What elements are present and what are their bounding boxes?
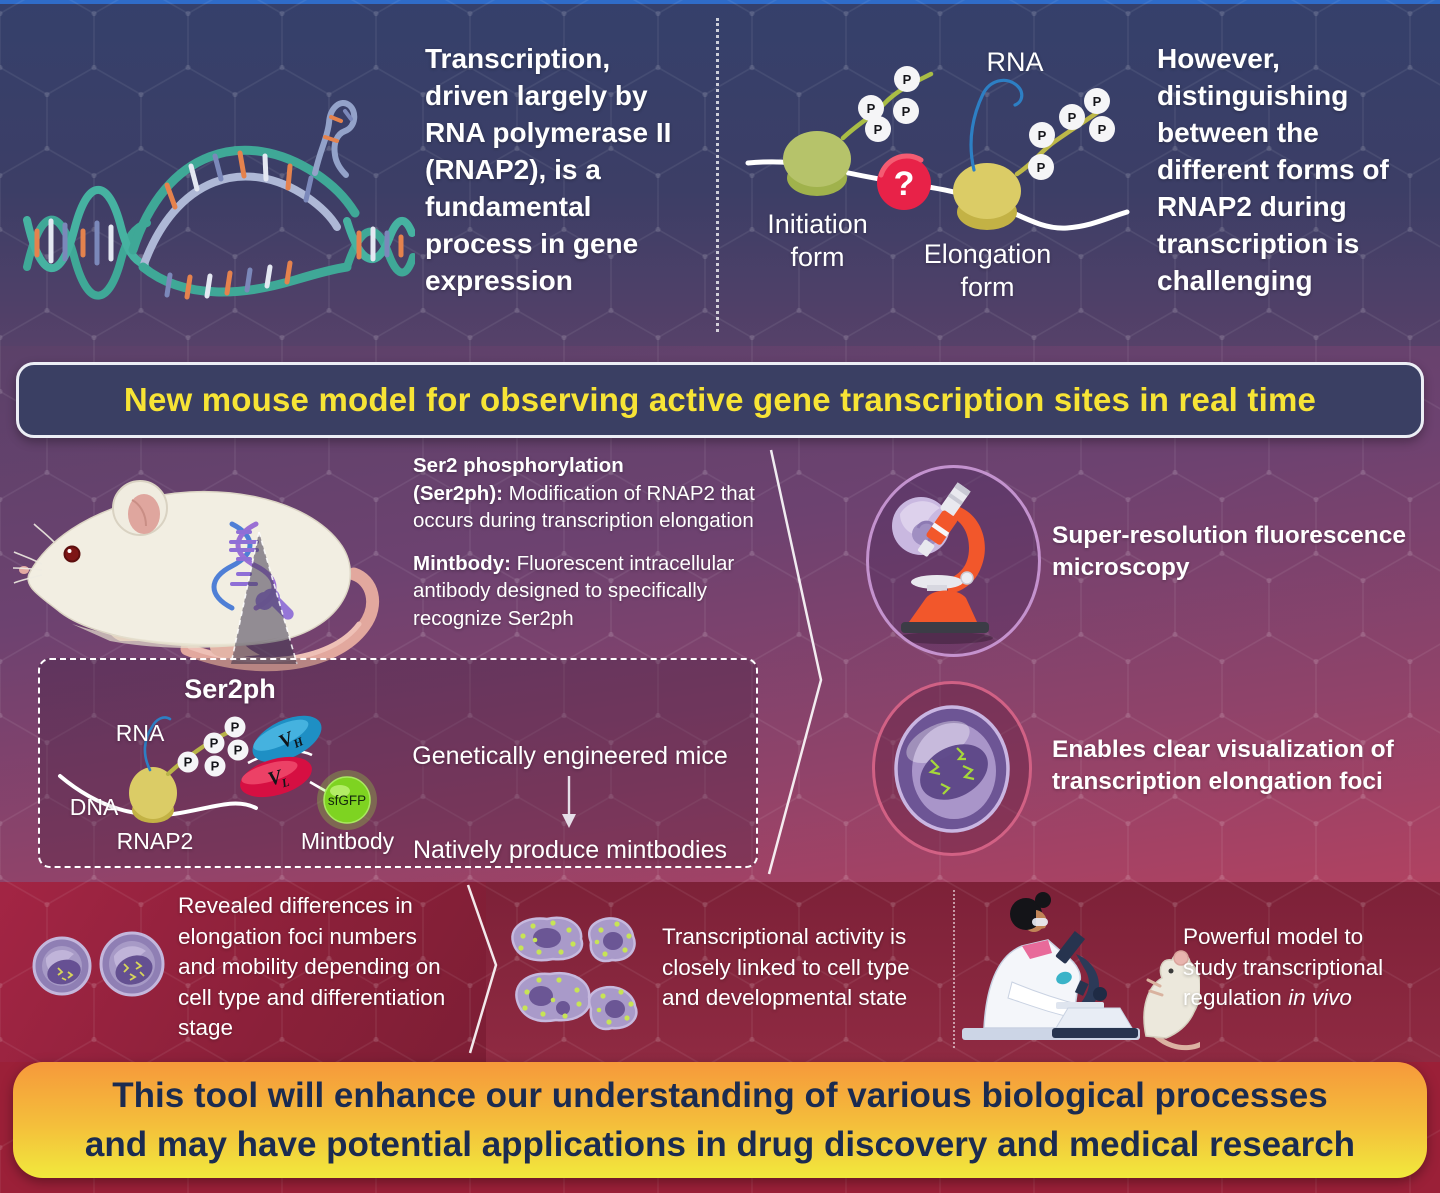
top-accent-strip	[0, 0, 1440, 4]
foci-dots	[518, 920, 634, 1025]
challenge-statement: However, distinguishing between the diff…	[1157, 43, 1389, 296]
rna-label: RNA	[986, 47, 1044, 77]
mintbody-label: Mintbody	[300, 828, 395, 854]
def-ser2ph-text: Modification of RNAP2 that occurs during…	[413, 481, 755, 533]
rnap2-label: RNAP2	[116, 828, 194, 854]
def-mintbody-term: Mintbody:	[413, 551, 511, 575]
foci-medallion	[872, 681, 1032, 856]
headline-banner: New mouse model for observing active gen…	[16, 362, 1424, 438]
cell-foci-icon	[894, 705, 1010, 833]
svg-text:P: P	[902, 104, 911, 119]
def-mintbody: Mintbody: Fluorescent intracellular anti…	[413, 550, 773, 633]
svg-text:P: P	[903, 72, 912, 87]
ser2ph-box-title: Ser2ph	[184, 674, 276, 704]
headline-title: New mouse model for observing active gen…	[123, 381, 1317, 418]
top-section-divider	[716, 18, 719, 332]
callout-wedge	[230, 531, 298, 665]
results-divider	[953, 890, 955, 1048]
down-arrow-icon	[562, 776, 576, 828]
four-cells-icon	[511, 916, 638, 1031]
rna-strand	[969, 78, 1024, 172]
svg-text:P: P	[184, 755, 193, 770]
rnap2-forms-art: P P P P ? P P P P P	[745, 66, 1130, 231]
elongation-foci	[928, 747, 975, 795]
two-cells-icon	[32, 931, 165, 997]
svg-text:P: P	[874, 122, 883, 137]
svg-text:P: P	[1093, 94, 1102, 109]
sfgfp-tag: sfGFP	[317, 770, 377, 830]
flow-step-produce-mintbodies: Natively produce mintbodies	[412, 836, 728, 864]
definitions-block: Ser2 phosphorylation (Ser2ph): Modificat…	[413, 452, 773, 647]
feature-microscopy-text: Super-resolution fluorescence microscopy	[1052, 522, 1406, 581]
result-activity-link: Transcriptional activity is closely link…	[662, 924, 910, 1010]
svg-text:P: P	[1098, 122, 1107, 137]
svg-text:?: ?	[894, 165, 915, 203]
ser2ph-mechanism-box: P P P P P V H V L	[38, 658, 758, 868]
svg-text:P: P	[1037, 160, 1046, 175]
elongation-form-label: Elongation form	[923, 239, 1052, 302]
vl-domain: V L	[240, 756, 312, 798]
rnap2-forms-diagram: P P P P ? P P P P P RNA Initiation form	[735, 30, 1155, 342]
def-mintbody-text: Fluorescent intracellular antibody desig…	[413, 551, 735, 630]
svg-text:L: L	[279, 775, 291, 791]
ser2ph-mechanism-art: P P P P P V H V L	[58, 715, 377, 830]
feature-visualization-text: Enables clear visualization of transcrip…	[1052, 736, 1394, 795]
svg-text:P: P	[211, 759, 220, 774]
phospho-marks-elongation: P P P P P	[1028, 88, 1115, 180]
dna-transcription-illustration	[23, 100, 415, 300]
def-ser2ph: Ser2 phosphorylation (Ser2ph): Modificat…	[413, 452, 773, 535]
svg-text:P: P	[210, 736, 219, 751]
initiation-form-label: Initiation form	[767, 209, 868, 272]
result-powerful-model: Powerful model to study transcriptional …	[1183, 922, 1428, 1014]
svg-text:P: P	[867, 101, 876, 116]
svg-text:P: P	[231, 720, 240, 735]
dna-label: DNA	[69, 794, 119, 820]
vh-domain: V H	[252, 715, 322, 763]
in-vivo-emphasis: in vivo	[1288, 985, 1352, 1010]
svg-text:P: P	[234, 743, 243, 758]
flow-step-engineered-mice: Genetically engineered mice	[412, 742, 728, 770]
microscope-icon	[892, 482, 993, 644]
phospho-marks-initiation: P P P P	[858, 66, 920, 142]
phospho-marks-box: P P P P P	[177, 716, 249, 777]
rna-label: RNA	[115, 720, 165, 746]
svg-text:P: P	[1068, 110, 1077, 125]
question-circle	[877, 156, 931, 210]
conclusion-line-1: This tool will enhance our understanding…	[112, 1076, 1328, 1115]
result-foci-differences: Revealed differences in elongation foci …	[178, 893, 446, 1040]
section-chevron	[767, 449, 823, 875]
results-chevron	[466, 884, 498, 1054]
microscopy-medallion	[866, 465, 1041, 657]
def-ser2ph-term: Ser2 phosphorylation (Ser2ph):	[413, 454, 624, 505]
result-powerful-model-text: Powerful model to study transcriptional …	[1183, 924, 1384, 1010]
microscope-body	[897, 482, 993, 644]
conclusion-banner: This tool will enhance our understanding…	[13, 1062, 1427, 1178]
intro-statement: Transcription, driven largely by RNA pol…	[425, 43, 672, 296]
scientist-illustration	[962, 892, 1200, 1051]
svg-text:sfGFP: sfGFP	[328, 793, 366, 808]
svg-text:P: P	[1038, 128, 1047, 143]
conclusion-line-2: and may have potential applications in d…	[84, 1125, 1356, 1164]
